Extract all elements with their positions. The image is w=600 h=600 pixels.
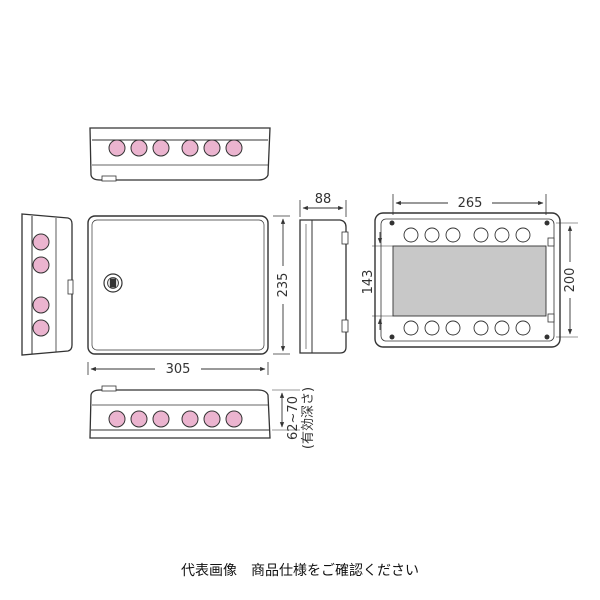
- knockout-hole: [225, 410, 243, 428]
- side-view: 88: [299, 192, 349, 354]
- knockout-hole: [32, 233, 50, 251]
- knockout-hole: [473, 320, 489, 336]
- mounting-screw: [389, 220, 395, 226]
- knockout-hole: [152, 410, 170, 428]
- inner-mounting-panel: [392, 245, 547, 317]
- bottom-knockouts: [108, 410, 243, 428]
- knockout-hole: [32, 256, 50, 274]
- knockout-hole: [203, 139, 221, 157]
- knockout-hole: [152, 139, 170, 157]
- knockout-hole: [203, 410, 221, 428]
- mounting-screw: [389, 334, 395, 340]
- knockout-hole: [424, 320, 440, 336]
- mounting-screw: [544, 220, 550, 226]
- knockout-hole: [494, 320, 510, 336]
- depth-88-label: 88: [315, 192, 332, 207]
- inner-top-knockouts: [403, 227, 531, 243]
- mounting-screw: [544, 334, 550, 340]
- knockout-hole: [424, 227, 440, 243]
- inner-view: 265 143 200: [361, 194, 578, 348]
- width-305-label: 305: [166, 362, 191, 377]
- effective-depth-range-label: 62~70: [286, 396, 301, 440]
- knockout-hole: [108, 410, 126, 428]
- caption: 代表画像 商品仕様をご確認ください: [181, 563, 419, 579]
- knockout-hole: [494, 227, 510, 243]
- inner-height-200-label: 200: [563, 268, 578, 293]
- hinge: [547, 313, 555, 323]
- left-knockouts: [32, 233, 50, 337]
- knockout-hole: [130, 410, 148, 428]
- knockout-hole: [403, 227, 419, 243]
- left-view: [21, 213, 74, 356]
- knockout-hole: [108, 139, 126, 157]
- knockout-hole: [515, 320, 531, 336]
- knockout-hole: [445, 227, 461, 243]
- panel-height-143-label: 143: [361, 270, 376, 295]
- knockout-hole: [181, 139, 199, 157]
- door-lock-icon: [103, 273, 123, 293]
- knockout-hole: [473, 227, 489, 243]
- knockout-hole: [32, 319, 50, 337]
- top-knockouts: [108, 139, 243, 157]
- inner-bottom-knockouts: [403, 320, 531, 336]
- height-235-label: 235: [276, 273, 291, 298]
- effective-depth-note-label: (有効深さ): [301, 387, 316, 449]
- inner-width-265-label: 265: [458, 196, 483, 211]
- knockout-hole: [225, 139, 243, 157]
- hinge: [547, 237, 555, 247]
- knockout-hole: [403, 320, 419, 336]
- knockout-hole: [515, 227, 531, 243]
- knockout-hole: [181, 410, 199, 428]
- knockout-hole: [130, 139, 148, 157]
- knockout-hole: [445, 320, 461, 336]
- front-view: 305 235: [87, 215, 291, 377]
- bottom-view: 62~70 (有効深さ): [89, 385, 316, 449]
- knockout-hole: [32, 296, 50, 314]
- top-view: [89, 127, 271, 182]
